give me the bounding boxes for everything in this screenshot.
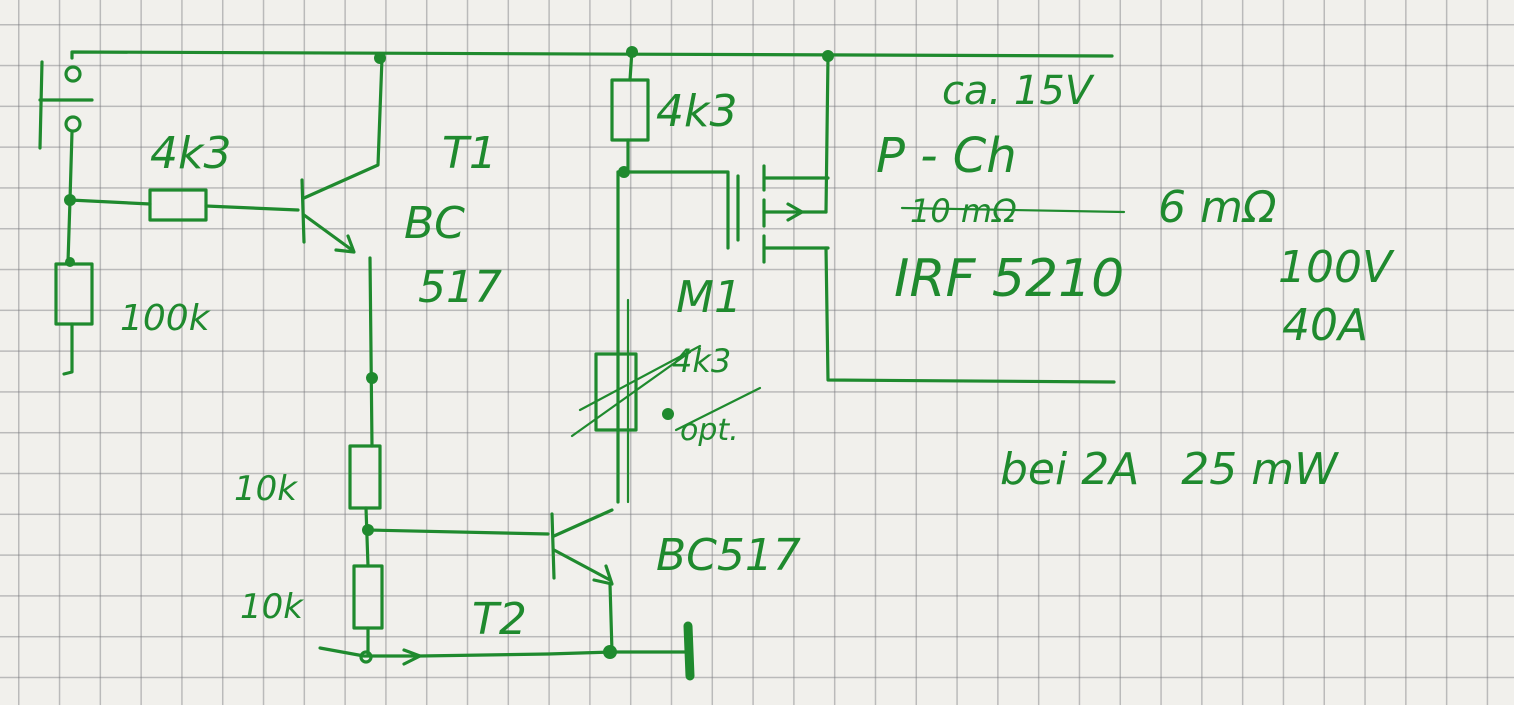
pull-down-wire (62, 322, 74, 376)
input-terminal-top (64, 65, 82, 83)
resistor-r-low (352, 564, 384, 630)
label-channel: P - Ch (876, 128, 1017, 184)
ground-arrow (402, 648, 422, 666)
t2-emitter (552, 548, 612, 582)
label-mosfet: IRF 5210 (894, 249, 1124, 309)
t2-emitter-arrow (592, 564, 614, 586)
junction-m1-wiper (662, 408, 674, 420)
junction-source-top (822, 50, 834, 62)
junction-input (64, 194, 76, 206)
label-r-mid: 10k (234, 469, 298, 509)
label-r-in: 4k3 (150, 128, 231, 179)
label-t2-type: BC517 (656, 530, 801, 581)
t1-collector (302, 56, 384, 200)
t2-collector (552, 508, 614, 538)
t1-emitter-wire (368, 256, 374, 448)
ground-rail-wire (318, 646, 692, 658)
rds-strike (900, 206, 1126, 214)
ground-bar (683, 621, 695, 681)
base-wire-right (204, 204, 300, 212)
t2-base-wire (366, 528, 550, 536)
t1-base-bar (300, 178, 306, 244)
mosfet-arrow (786, 202, 804, 222)
pot-strike-1 (570, 350, 692, 438)
ground-terminal (359, 650, 373, 664)
label-r-gate: 4k3 (656, 86, 737, 137)
label-t2: T2 (472, 594, 527, 645)
label-t1-type-a: BC (404, 198, 465, 249)
input-bracket (38, 60, 94, 150)
label-t1-type-b: 517 (418, 262, 502, 313)
top-rail-wire (70, 50, 1114, 60)
label-m1: M1 (676, 272, 742, 323)
label-r-low: 10k (240, 587, 304, 627)
base-wire-left (68, 198, 152, 206)
junction-t1-collector (374, 52, 386, 64)
pot-strike-3 (674, 386, 762, 432)
junction-t1-emitter (366, 372, 378, 384)
resistor-r-mid (348, 444, 382, 510)
resistor-r-in (148, 188, 208, 222)
label-t1: T1 (442, 128, 497, 179)
label-pot-a: 4k3 (672, 342, 731, 380)
label-loss: bei 2A 25 mW (1000, 444, 1339, 495)
label-current: 40A (1282, 300, 1368, 351)
junction-gate-node (618, 166, 630, 178)
junction-divider (362, 524, 374, 536)
t2-emitter-wire (608, 582, 614, 654)
junction-ground (603, 645, 617, 659)
t1-emitter-arrow (334, 234, 356, 254)
mosfet-source-wire (824, 54, 830, 214)
resistor-r-pull (54, 262, 94, 326)
junction-gate-top (626, 46, 638, 58)
label-pot-b: opt. (680, 413, 739, 448)
label-rds-new: 6 mΩ (1158, 182, 1277, 233)
t2-base-bar (550, 512, 556, 580)
potentiometer-m1 (594, 352, 638, 432)
label-voltage: 100V (1278, 242, 1395, 293)
mosfet-drain-wire (824, 246, 1116, 384)
label-r-pull: 100k (120, 298, 212, 339)
pot-strike-2 (578, 344, 702, 412)
resistor-r-gate (610, 78, 650, 142)
gate-node-wire (616, 170, 730, 250)
junction-pull (65, 257, 75, 267)
label-rds-old: 10 mΩ (910, 192, 1017, 230)
label-supply: ca. 15V (942, 68, 1095, 114)
t1-emitter (302, 213, 354, 252)
divider-wire (364, 506, 370, 568)
input-terminal-bottom (64, 115, 82, 133)
